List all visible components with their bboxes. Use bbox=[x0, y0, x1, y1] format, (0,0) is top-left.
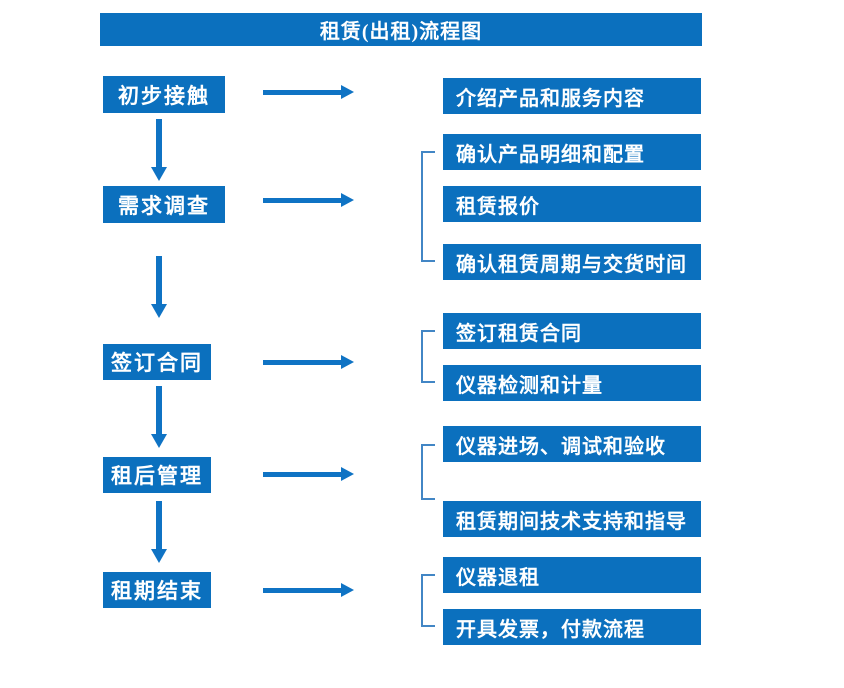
right-arrow-shaft bbox=[263, 197, 341, 203]
right-arrow-1 bbox=[263, 85, 354, 99]
down-arrow-shaft bbox=[155, 119, 162, 167]
step-box-sign-contract: 签订合同 bbox=[103, 344, 211, 380]
right-arrow-2 bbox=[263, 193, 354, 207]
bracket-group-4 bbox=[421, 444, 435, 500]
right-arrow-head bbox=[341, 583, 354, 597]
output-box-introduce-products: 介绍产品和服务内容 bbox=[443, 78, 701, 114]
right-arrow-shaft bbox=[263, 471, 341, 477]
step-box-initial-contact: 初步接触 bbox=[103, 76, 225, 113]
right-arrow-head bbox=[341, 355, 354, 369]
down-arrow-head bbox=[150, 434, 167, 448]
down-arrow-shaft bbox=[155, 256, 162, 304]
right-arrow-head bbox=[341, 85, 354, 99]
output-box-rental-quotation: 租赁报价 bbox=[443, 186, 701, 222]
down-arrow-shaft bbox=[155, 501, 162, 549]
output-box-instrument-setup: 仪器进场、调试和验收 bbox=[443, 426, 701, 462]
step-box-rental-end: 租期结束 bbox=[103, 572, 211, 608]
output-box-confirm-product-details: 确认产品明细和配置 bbox=[443, 134, 701, 170]
right-arrow-shaft bbox=[263, 587, 341, 593]
output-box-confirm-rental-period: 确认租赁周期与交货时间 bbox=[443, 244, 701, 280]
bracket-group-3 bbox=[421, 330, 435, 383]
right-arrow-4 bbox=[263, 467, 354, 481]
output-box-invoice-payment: 开具发票，付款流程 bbox=[443, 609, 701, 645]
right-arrow-shaft bbox=[263, 359, 341, 365]
down-arrow-head bbox=[150, 304, 167, 318]
down-arrow-head bbox=[150, 549, 167, 563]
right-arrow-5 bbox=[263, 583, 354, 597]
step-box-post-rental-management: 租后管理 bbox=[103, 457, 211, 493]
output-box-sign-rental-contract: 签订租赁合同 bbox=[443, 313, 701, 349]
step-box-demand-survey: 需求调查 bbox=[103, 186, 225, 223]
right-arrow-shaft bbox=[263, 89, 341, 95]
output-box-technical-support: 租赁期间技术支持和指导 bbox=[443, 501, 701, 537]
output-box-instrument-testing: 仪器检测和计量 bbox=[443, 365, 701, 401]
right-arrow-head bbox=[341, 467, 354, 481]
down-arrow-head bbox=[150, 167, 167, 181]
flowchart-title: 租赁(出租)流程图 bbox=[100, 13, 702, 46]
down-arrow-2 bbox=[150, 256, 167, 318]
bracket-group-2 bbox=[421, 151, 435, 262]
down-arrow-3 bbox=[150, 386, 167, 448]
down-arrow-4 bbox=[150, 501, 167, 563]
down-arrow-shaft bbox=[155, 386, 162, 434]
right-arrow-head bbox=[341, 193, 354, 207]
down-arrow-1 bbox=[150, 119, 167, 181]
right-arrow-3 bbox=[263, 355, 354, 369]
bracket-group-5 bbox=[421, 574, 435, 627]
output-box-instrument-return: 仪器退租 bbox=[443, 557, 701, 593]
